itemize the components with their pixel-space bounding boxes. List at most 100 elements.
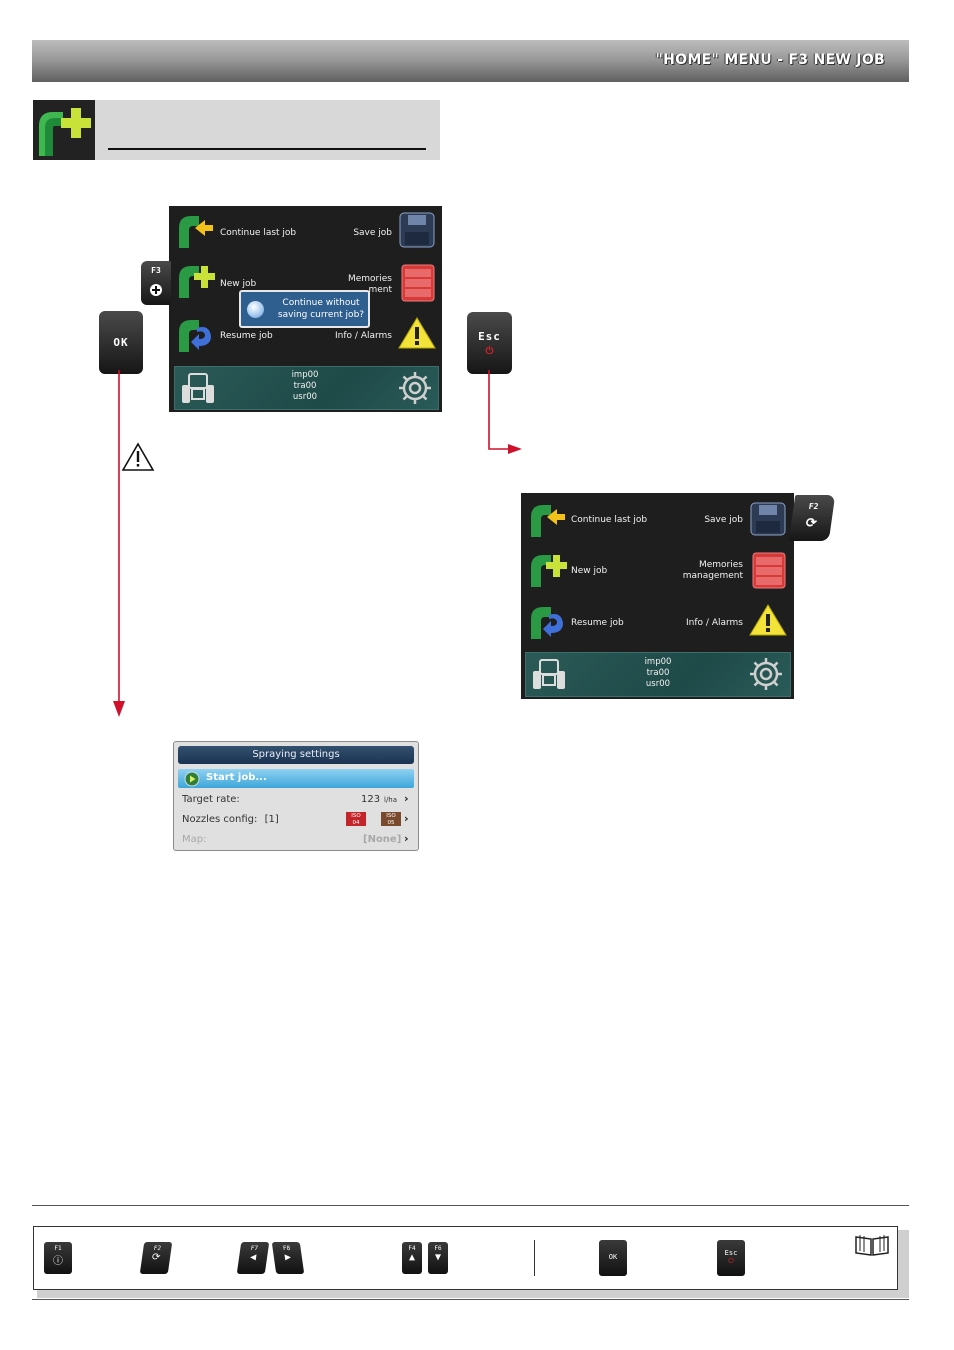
start-job-button[interactable]: Start job... <box>178 769 414 788</box>
footer-rule <box>32 1205 909 1206</box>
target-rate-label: Target rate: <box>182 794 240 805</box>
status-line-usr: usr00 <box>645 679 671 689</box>
ok-key[interactable]: OK <box>99 311 143 374</box>
info-alarms-label[interactable]: Info / Alarms <box>686 618 743 628</box>
iso-05-badge[interactable]: ISO 05 <box>381 812 401 826</box>
iso-04-line1: ISO <box>351 813 361 819</box>
floppy-disk-icon[interactable] <box>399 212 435 248</box>
refresh-icon: ⟳ <box>151 1252 162 1263</box>
info-alarms-label[interactable]: Info / Alarms <box>335 331 392 341</box>
nozzles-config-label-text: Nozzles config: <box>182 814 258 825</box>
resume-job-icon[interactable] <box>529 603 567 641</box>
iso-04-line2: 04 <box>352 819 360 826</box>
floppy-disk-icon[interactable] <box>750 502 786 536</box>
memories-management-label-2[interactable]: ment <box>368 285 392 295</box>
ok-key-label: OK <box>113 336 129 349</box>
caution-icon <box>121 442 155 471</box>
nozzles-config-label: Nozzles config: [1] <box>182 814 279 825</box>
memories-management-label-1[interactable]: Memories <box>698 560 743 570</box>
spraying-settings-panel: Spraying settings Start job... Target ra… <box>173 741 419 851</box>
section-heading-box <box>95 100 440 160</box>
memories-cabinet-icon[interactable] <box>752 552 786 589</box>
continue-last-job-label[interactable]: Continue last job <box>571 515 648 525</box>
footer-ok-key: OK <box>599 1240 627 1276</box>
status-line-imp: imp00 <box>291 370 319 380</box>
warning-triangle-icon[interactable] <box>749 603 787 637</box>
continue-without-saving-dialog[interactable]: Continue without saving current job? <box>239 290 370 328</box>
play-icon <box>184 771 200 787</box>
map-label: Map: <box>182 834 207 845</box>
dialog-bubble-icon <box>247 301 264 318</box>
footer-f6-key: F6 ▼ <box>428 1242 448 1274</box>
section-heading-underline <box>108 148 426 150</box>
new-job-label[interactable]: New job <box>220 279 257 289</box>
nozzles-chevron-icon[interactable]: › <box>404 812 409 825</box>
dialog-line-2: saving current job? <box>277 310 365 320</box>
settings-gear-icon[interactable] <box>748 656 784 692</box>
warning-triangle-icon[interactable] <box>398 316 436 350</box>
footer-key-legend: F1 ⓘ F2 ⟳ F7 ◀ F8 ▶ F4 ▲ F6 ▼ OK Esc ⏻ <box>33 1226 898 1290</box>
iso-04-badge[interactable]: ISO 04 <box>346 812 366 826</box>
dialog-line-1: Continue without <box>282 298 360 308</box>
continue-last-job-icon[interactable] <box>529 501 567 539</box>
footer-f1-label: F1 <box>54 1245 62 1252</box>
resume-job-icon[interactable] <box>177 316 215 354</box>
tractor-icon[interactable] <box>181 371 215 405</box>
esc-key[interactable]: Esc ⏻ <box>467 312 512 374</box>
page-title: "HOME" MENU - F3 NEW JOB <box>655 52 885 68</box>
arrow-up-icon: ▲ <box>408 1252 416 1263</box>
power-icon: ⏻ <box>485 346 494 357</box>
continue-last-job-label[interactable]: Continue last job <box>220 228 297 238</box>
resume-job-label[interactable]: Resume job <box>571 618 624 628</box>
memories-management-label-2[interactable]: management <box>682 571 743 581</box>
home-screen: Continue last job Save job New job Memor… <box>521 493 794 699</box>
spraying-settings-title: Spraying settings <box>178 746 414 764</box>
memories-cabinet-icon[interactable] <box>401 264 435 302</box>
footer-f4-label: F4 <box>408 1245 416 1252</box>
target-rate-unit: l/ha <box>384 796 398 804</box>
target-rate-chevron-icon[interactable]: › <box>404 792 409 805</box>
f3-key[interactable]: F3 <box>141 261 171 305</box>
map-value[interactable]: [None] <box>363 834 402 845</box>
f2-key-label: F2 <box>808 502 820 511</box>
f2-key[interactable]: F2 ⟳ <box>788 495 836 541</box>
status-line-tra: tra00 <box>293 381 317 391</box>
status-bar: imp00 tra00 usr00 <box>174 366 439 410</box>
footer-f2-label: F2 <box>153 1245 162 1252</box>
footer-esc-key: Esc ⏻ <box>717 1240 745 1276</box>
footer-f8-key: F8 ▶ <box>271 1242 305 1274</box>
footer-esc-label: Esc <box>724 1249 738 1257</box>
new-job-label[interactable]: New job <box>571 566 608 576</box>
footer-bottom-rule <box>32 1299 909 1300</box>
esc-key-label: Esc <box>478 330 501 343</box>
arrow-left-icon: ◀ <box>249 1252 257 1263</box>
footer-divider <box>534 1240 535 1276</box>
continue-last-job-icon[interactable] <box>177 212 215 250</box>
status-line-tra: tra00 <box>646 668 670 678</box>
footer-f7-label: F7 <box>250 1245 259 1252</box>
settings-gear-icon[interactable] <box>397 370 433 406</box>
status-line-usr: usr00 <box>292 392 318 402</box>
add-circle-icon <box>150 284 162 296</box>
nozzles-config-value[interactable]: [1] <box>264 814 279 825</box>
footer-f7-key: F7 ◀ <box>236 1242 270 1274</box>
iso-05-line2: 05 <box>387 819 395 826</box>
save-job-label[interactable]: Save job <box>353 228 392 238</box>
power-icon: ⏻ <box>728 1257 734 1265</box>
new-job-row-icon[interactable] <box>529 551 567 589</box>
target-rate-value[interactable]: 123 <box>361 794 381 805</box>
footer-f6-label: F6 <box>434 1245 442 1252</box>
memories-management-label-1[interactable]: Memories <box>347 274 392 284</box>
home-screen-with-dialog: Continue last job Save job New job Memor… <box>169 206 442 412</box>
footer-f4-key: F4 ▲ <box>402 1242 422 1274</box>
info-icon: ⓘ <box>53 1256 63 1267</box>
resume-job-label[interactable]: Resume job <box>220 331 273 341</box>
footer-f8-label: F8 <box>282 1245 291 1252</box>
new-job-row-icon[interactable] <box>177 262 215 300</box>
new-job-section-icon <box>33 100 95 160</box>
tractor-icon[interactable] <box>532 657 566 691</box>
status-line-imp: imp00 <box>644 657 672 667</box>
map-chevron-icon[interactable]: › <box>404 832 409 845</box>
save-job-label[interactable]: Save job <box>704 515 743 525</box>
refresh-icon: ⟳ <box>804 516 818 531</box>
